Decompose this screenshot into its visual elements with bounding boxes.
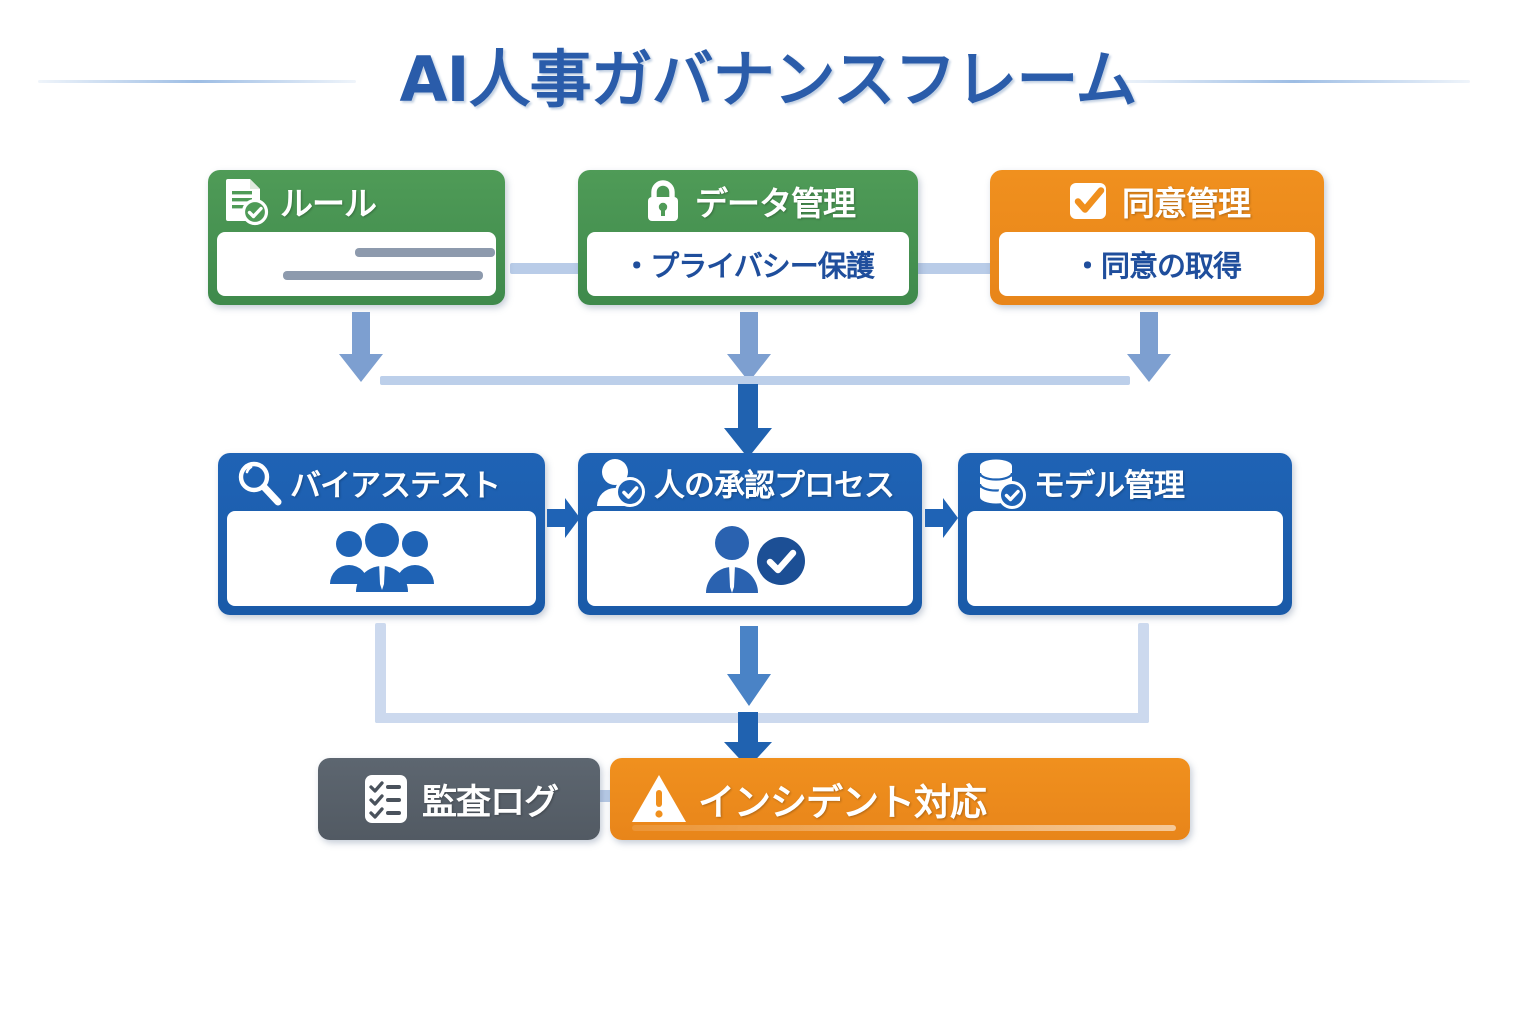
arrow-down-rules: [330, 312, 392, 384]
warning-triangle-icon: [630, 772, 688, 826]
card-consent-management-body: ・同意の取得: [999, 232, 1315, 296]
card-rules-body: [217, 232, 496, 296]
card-bias-test-label: バイアステスト: [290, 467, 501, 504]
card-rules-header: ルール: [208, 170, 505, 232]
card-data-management-label: データ管理: [695, 184, 856, 223]
magnifier-icon: [234, 458, 282, 506]
card-consent-management-body-text: ・同意の取得: [1072, 249, 1242, 283]
card-bias-test-body: [227, 511, 536, 606]
card-model-management[interactable]: モデル管理: [958, 453, 1292, 615]
person-check-badge-icon: [688, 521, 812, 597]
card-data-management-body-text: ・プライバシー保護: [622, 249, 874, 283]
connector-bus-top: [380, 376, 1130, 385]
card-consent-management[interactable]: 同意管理 ・同意の取得: [990, 170, 1324, 305]
arrow-down-consent-management: [1118, 312, 1180, 384]
document-check-icon: [224, 177, 270, 226]
card-data-management[interactable]: データ管理 ・プライバシー保護: [578, 170, 918, 305]
arrow-down-data-management: [718, 312, 780, 384]
card-incident-response[interactable]: インシデント対応: [610, 758, 1190, 840]
card-model-management-label: モデル管理: [1034, 467, 1185, 504]
connector-bus-bottom: [375, 713, 1149, 723]
checkbox-check-icon: [1066, 179, 1110, 223]
person-check-icon: [594, 456, 648, 508]
card-consent-management-header: 同意管理: [990, 170, 1324, 232]
connector-bracket-right: [1138, 623, 1149, 723]
connector-top-1: [510, 263, 588, 274]
card-human-approval-process-body: [587, 511, 913, 606]
card-data-management-body: ・プライバシー保護: [587, 232, 909, 296]
lock-icon: [643, 178, 683, 224]
card-rules-label: ルール: [280, 184, 377, 223]
card-audit-log-label: 監査ログ: [421, 782, 559, 823]
card-incident-response-header: インシデント対応: [610, 758, 1190, 840]
title-area: AI人事ガバナンスフレーム: [0, 34, 1536, 124]
people-group-icon: [323, 522, 441, 596]
page-title: AI人事ガバナンスフレーム: [399, 43, 1138, 116]
connector-bracket-left: [375, 623, 386, 723]
card-bias-test-header: バイアステスト: [218, 453, 545, 511]
card-audit-log[interactable]: 監査ログ: [318, 758, 600, 840]
card-model-management-header: モデル管理: [958, 453, 1292, 511]
card-incident-response-label: インシデント対応: [698, 781, 987, 824]
card-audit-log-header: 監査ログ: [318, 758, 600, 840]
placeholder-line-2: [283, 271, 483, 280]
checklist-icon: [362, 772, 410, 826]
card-bias-test[interactable]: バイアステスト: [218, 453, 545, 615]
card-consent-management-label: 同意管理: [1122, 184, 1251, 223]
card-data-management-header: データ管理: [578, 170, 918, 232]
card-human-approval-process-label: 人の承認プロセス: [654, 467, 895, 504]
arrow-down-to-middle-row: [716, 384, 782, 460]
card-human-approval-process-header: 人の承認プロセス: [578, 453, 922, 511]
incident-highlight-stripe: [632, 825, 1176, 831]
placeholder-line-1: [355, 248, 495, 257]
card-rules[interactable]: ルール: [208, 170, 505, 305]
database-check-icon: [974, 456, 1026, 509]
title-rule-right: [1118, 80, 1470, 83]
card-human-approval-process[interactable]: 人の承認プロセス: [578, 453, 922, 615]
title-rule-left: [38, 80, 356, 83]
arrow-right-bias-to-approval: [547, 495, 581, 541]
arrow-down-middle-to-bus: [718, 626, 780, 708]
arrow-down-to-incident: [716, 712, 782, 770]
card-model-management-body: [967, 511, 1283, 606]
arrow-right-approval-to-model: [925, 495, 959, 541]
connector-top-2: [915, 263, 997, 274]
